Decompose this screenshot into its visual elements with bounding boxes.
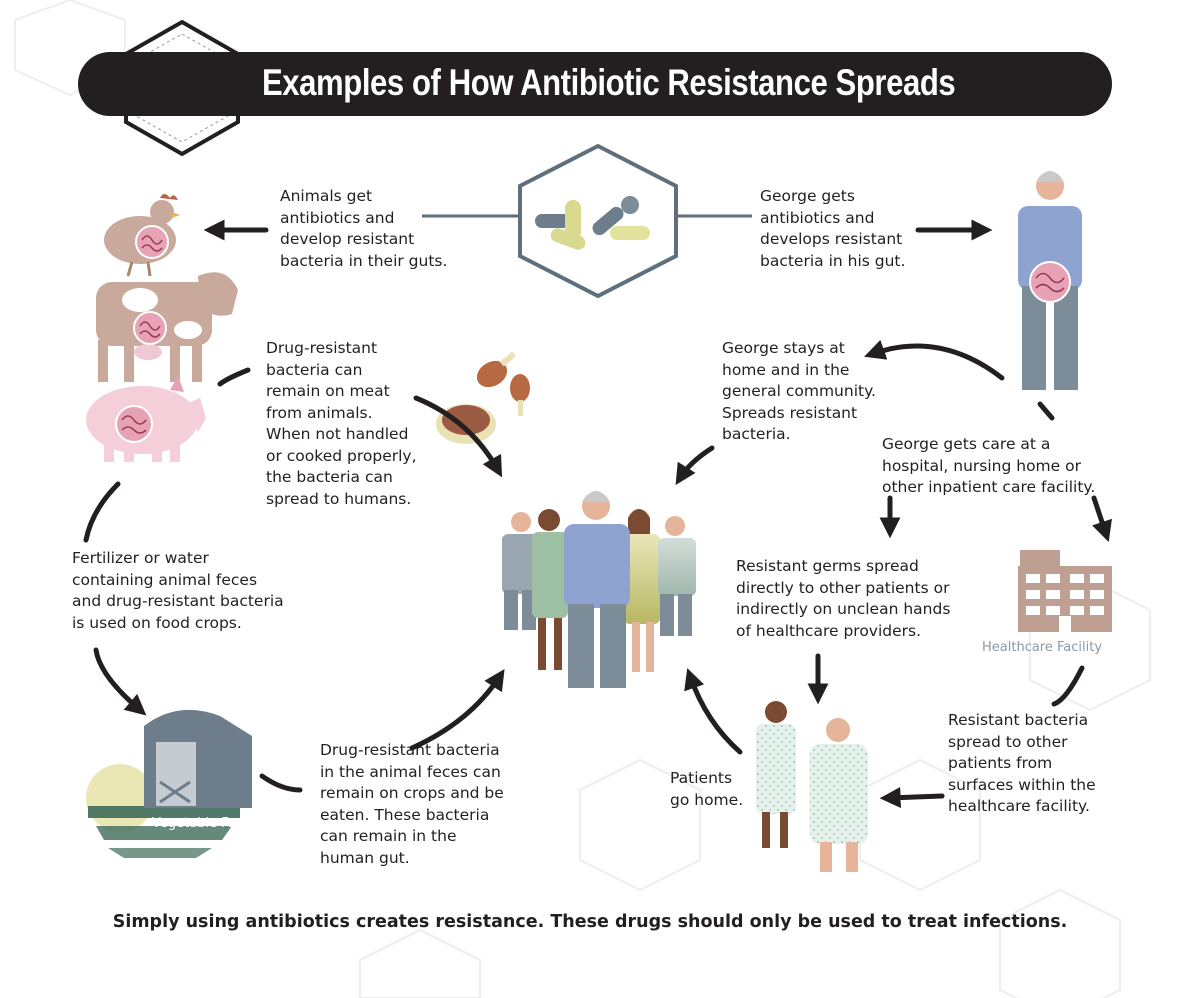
healthcare-facility-label: Healthcare Facility bbox=[982, 640, 1103, 655]
step-community: George stays at home and in the general … bbox=[722, 339, 876, 443]
step-george-gets-antibiotics: George gets antibiotics and develops res… bbox=[760, 187, 906, 270]
step-patients-home: Patients go home. bbox=[670, 769, 744, 809]
gut-icon bbox=[115, 225, 169, 443]
cow-icon bbox=[96, 272, 238, 382]
step-crops: Drug-resistant bacteria in the animal fe… bbox=[320, 741, 504, 867]
patients-icon bbox=[756, 701, 868, 872]
barn-icon bbox=[86, 709, 252, 858]
step-hospital-care: George gets care at a hospital, nursing … bbox=[882, 435, 1096, 496]
man-icon bbox=[1018, 171, 1082, 390]
page-title: Examples of How Antibiotic Resistance Sp… bbox=[262, 62, 956, 103]
step-surfaces: Resistant bacteria spread to other patie… bbox=[948, 711, 1096, 815]
arrow-icon bbox=[83, 219, 1112, 809]
vegetable-farm-label: Vegetable Farm bbox=[152, 816, 254, 831]
step-fertilizer: Fertilizer or water containing animal fe… bbox=[72, 549, 284, 632]
footer-note: Simply using antibiotics creates resista… bbox=[112, 912, 1068, 932]
step-germs-spread: Resistant germs spread directly to other… bbox=[736, 557, 951, 640]
meat-icon bbox=[436, 351, 530, 444]
pills-hexagon-icon bbox=[422, 143, 752, 299]
step-animals-get-antibiotics: Animals get antibiotics and develop resi… bbox=[280, 187, 448, 270]
building-icon bbox=[1018, 550, 1112, 632]
title-bar bbox=[78, 52, 1112, 116]
people-group-icon bbox=[502, 491, 696, 688]
step-meat: Drug-resistant bacteria can remain on me… bbox=[266, 339, 417, 508]
